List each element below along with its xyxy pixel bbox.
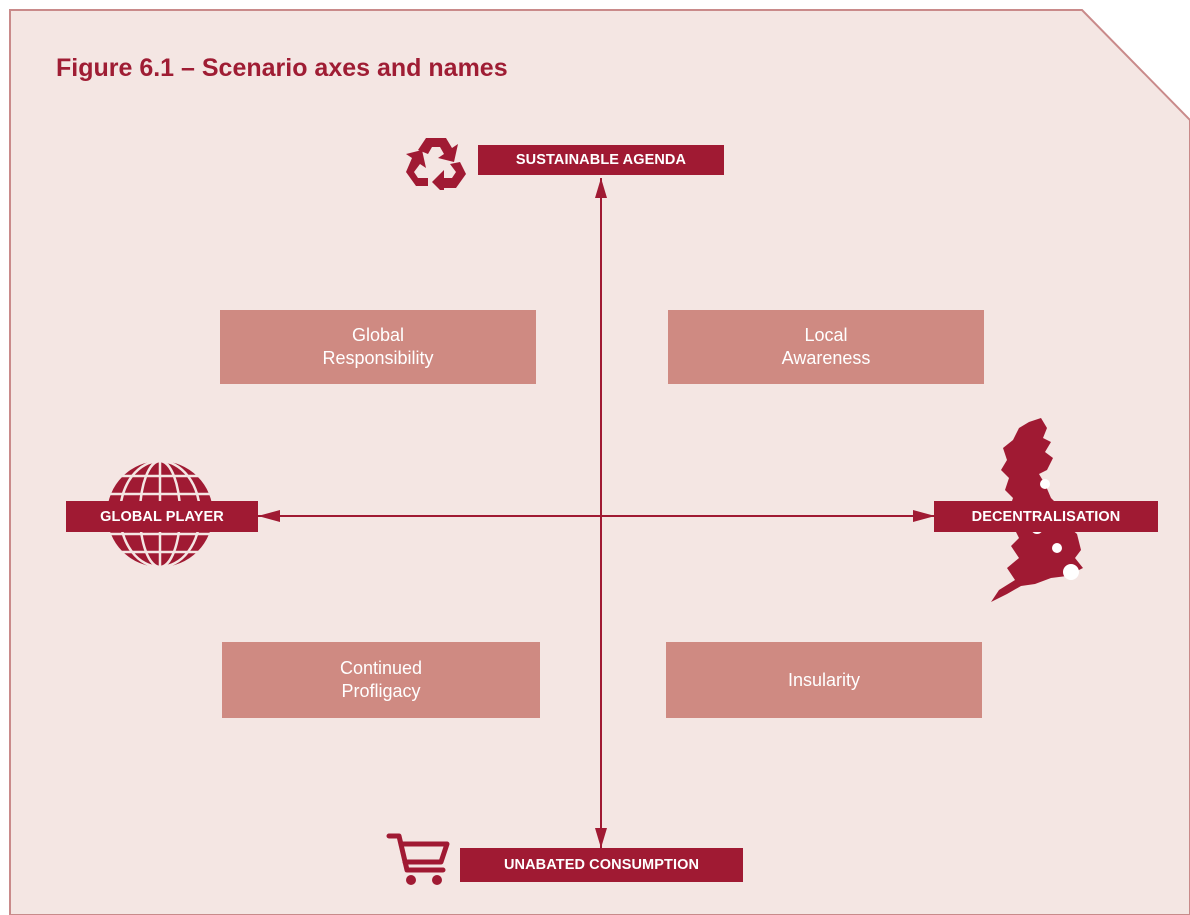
quadrant-bottom-right: Insularity: [666, 642, 982, 718]
figure-title: Figure 6.1 – Scenario axes and names: [56, 54, 508, 82]
recycle-icon: [406, 138, 466, 190]
axis-label-right: DECENTRALISATION: [934, 501, 1158, 532]
quadrant-top-left-line2: Responsibility: [322, 348, 434, 368]
shopping-cart-icon: [386, 833, 450, 885]
quadrant-top-right: Local Awareness: [668, 310, 984, 384]
horizontal-axis: [258, 510, 935, 522]
arrow-left: [258, 510, 280, 522]
arrow-down: [595, 828, 607, 848]
quadrant-top-left: Global Responsibility: [220, 310, 536, 384]
quadrant-top-right-line2: Awareness: [781, 348, 871, 368]
axis-label-left: GLOBAL PLAYER: [66, 501, 258, 532]
axis-label-bottom: UNABATED CONSUMPTION: [460, 848, 743, 882]
quadrant-top-left-line1: Global: [351, 325, 405, 345]
quadrant-bottom-left: Continued Profligacy: [222, 642, 540, 718]
quadrant-bottom-left-line1: Continued: [339, 658, 423, 678]
arrow-up: [595, 178, 607, 198]
quadrant-bottom-left-line2: Profligacy: [341, 681, 421, 701]
axis-label-top: SUSTAINABLE AGENDA: [478, 145, 724, 175]
arrow-right: [913, 510, 935, 522]
quadrant-top-right-line1: Local: [804, 325, 848, 345]
vertical-axis: [595, 178, 607, 848]
quadrant-bottom-right-line1: Insularity: [787, 669, 861, 690]
